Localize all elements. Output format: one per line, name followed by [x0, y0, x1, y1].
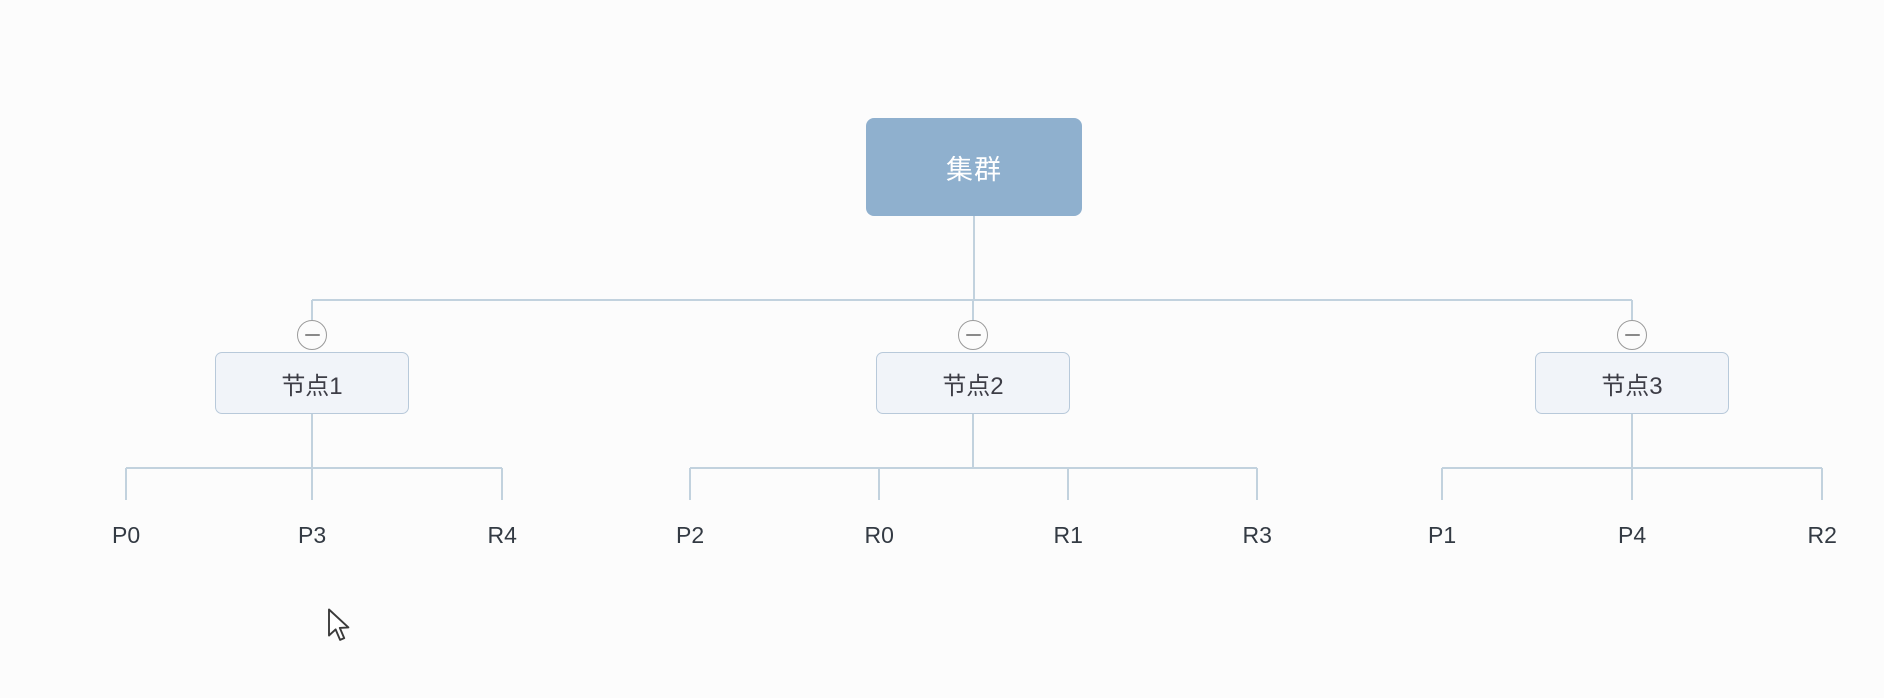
minus-bar — [1624, 334, 1640, 336]
tree-leaf-r3[interactable]: R3 — [1242, 522, 1272, 548]
tree-group-node-label: 节点3 — [1601, 372, 1663, 400]
tree-group-node-3[interactable]: 节点3 — [1535, 352, 1729, 414]
tree-leaf-r1[interactable]: R1 — [1053, 522, 1083, 548]
tree-leaf-r4[interactable]: R4 — [487, 522, 517, 548]
tree-leaf-r2[interactable]: R2 — [1807, 522, 1837, 548]
tree-leaf-p4[interactable]: P4 — [1618, 522, 1647, 548]
tree-group-node-2[interactable]: 节点2 — [876, 352, 1070, 414]
tree-leaf-p0[interactable]: P0 — [112, 522, 141, 548]
minus-circle-icon[interactable] — [958, 320, 988, 350]
tree-group-node-1[interactable]: 节点1 — [215, 352, 409, 414]
mouse-cursor-arrow-icon — [328, 608, 350, 641]
tree-group-node-label: 节点2 — [942, 372, 1004, 400]
tree-root-node[interactable]: 集群 — [866, 118, 1082, 216]
tree-group-node-label: 节点1 — [281, 372, 343, 400]
minus-bar — [965, 334, 981, 336]
tree-leaf-p1[interactable]: P1 — [1428, 522, 1457, 548]
minus-circle-icon[interactable] — [1617, 320, 1647, 350]
minus-circle-icon[interactable] — [297, 320, 327, 350]
tree-root-label: 集群 — [946, 154, 1002, 185]
minus-bar — [304, 334, 320, 336]
tree-leaf-r0[interactable]: R0 — [864, 522, 894, 548]
tree-leaf-p2[interactable]: P2 — [676, 522, 705, 548]
tree-leaf-p3[interactable]: P3 — [298, 522, 327, 548]
